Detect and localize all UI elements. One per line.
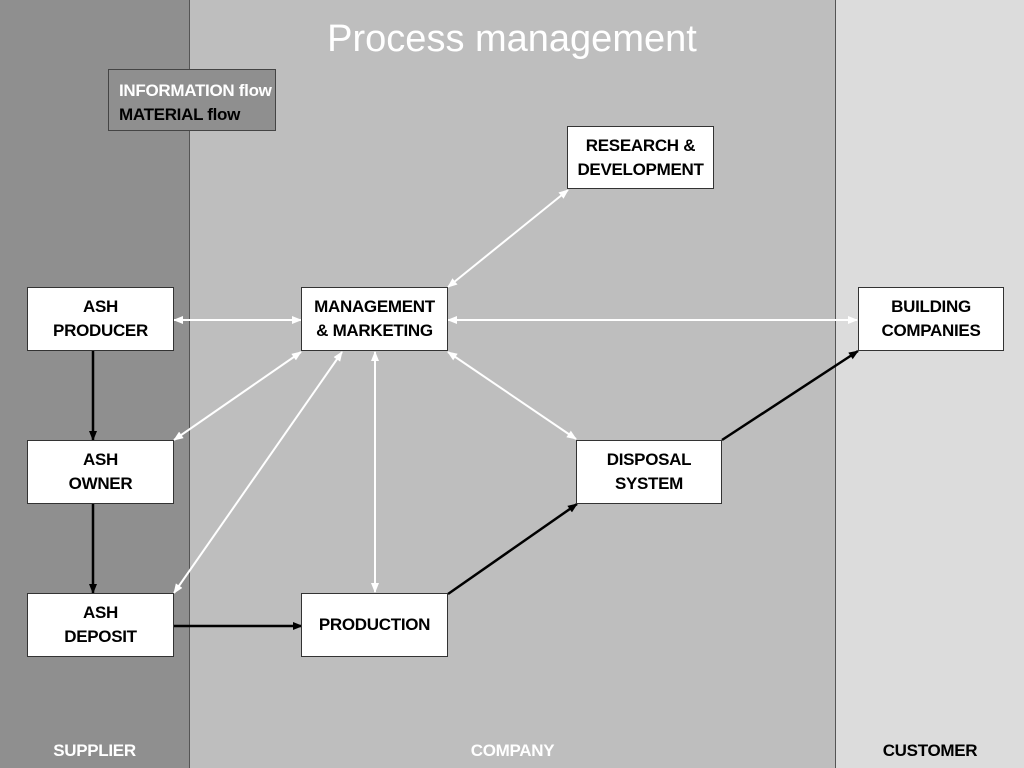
legend-information-flow: INFORMATION flow bbox=[119, 81, 272, 100]
node-management-marketing: MANAGEMENT & MARKETING bbox=[301, 287, 448, 351]
legend: INFORMATION flow MATERIAL flow bbox=[108, 69, 276, 131]
customer-lane bbox=[836, 0, 1024, 768]
node-ash-deposit: ASH DEPOSIT bbox=[27, 593, 174, 657]
lane-label-supplier: SUPPLIER bbox=[53, 741, 136, 760]
info-arrow-management-research bbox=[447, 189, 569, 288]
node-building-companies: BUILDING COMPANIES bbox=[858, 287, 1004, 351]
lane-label-company: COMPANY bbox=[470, 741, 555, 760]
material-arrow-disposal-building bbox=[721, 349, 859, 442]
lane-label-customer: CUSTOMER bbox=[882, 741, 978, 760]
diagram-title: Process management bbox=[327, 18, 697, 60]
node-ash-producer: ASH PRODUCER bbox=[27, 287, 174, 351]
node-ash-owner: ASH OWNER bbox=[27, 440, 174, 504]
legend-material-flow: MATERIAL flow bbox=[119, 105, 241, 124]
node-production: PRODUCTION bbox=[301, 593, 448, 657]
node-disposal-system: DISPOSAL SYSTEM bbox=[576, 440, 722, 504]
info-arrow-management-deposit bbox=[173, 351, 343, 594]
material-arrow-production-disposal bbox=[447, 502, 578, 596]
node-research-development: RESEARCH & DEVELOPMENT bbox=[567, 126, 714, 189]
info-arrow-management-owner bbox=[173, 351, 302, 441]
info-arrow-management-disposal bbox=[447, 351, 577, 440]
